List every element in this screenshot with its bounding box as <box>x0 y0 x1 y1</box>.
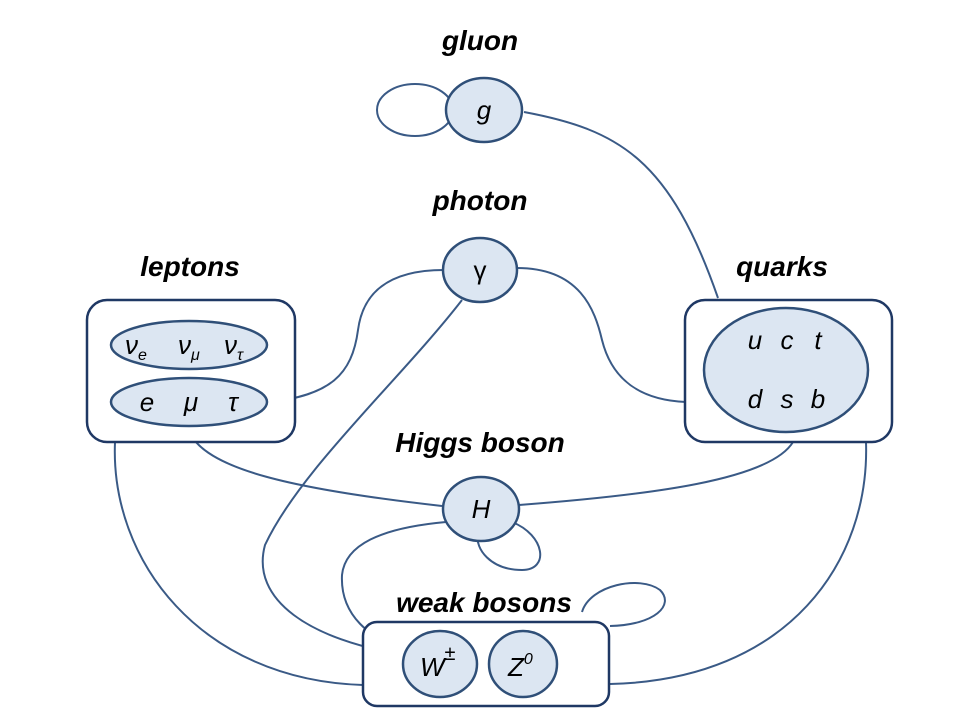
neutrino-mu: ν <box>178 330 191 360</box>
w-boson-node[interactable] <box>401 629 479 699</box>
quark-c: c <box>781 325 794 355</box>
z-boson-symbol: Z <box>507 652 525 682</box>
photon-node[interactable] <box>441 236 519 304</box>
z-boson-charge: 0 <box>524 651 533 668</box>
higgs-symbol: H <box>472 494 491 524</box>
w-boson-charge: ± <box>445 643 456 665</box>
edge-quarks-weak <box>609 441 868 685</box>
edge-leptons-weak <box>113 441 364 686</box>
higgs-node[interactable] <box>441 475 521 543</box>
w-boson-label: W± <box>420 643 456 682</box>
z-boson-label: Z0 <box>507 651 533 682</box>
charged-leptons-node[interactable] <box>109 376 269 428</box>
w-boson-symbol: W <box>420 652 447 682</box>
edge-gluon-quarks <box>523 111 719 299</box>
quark-b: b <box>811 384 825 414</box>
edge-photon-leptons <box>269 269 445 403</box>
quark-s: s <box>781 384 794 414</box>
edge-photon-quarks <box>516 267 687 403</box>
edge-photon-w <box>261 299 463 656</box>
photon-symbol: γ <box>474 255 487 285</box>
neutrino-mu-sub: μ <box>190 347 200 364</box>
weak-self-loop <box>581 582 666 627</box>
quark-d: d <box>748 384 764 414</box>
gluon-self-loop <box>376 83 454 137</box>
neutrinos-label: νe νμ ντ <box>125 330 244 366</box>
higgs-self-loop <box>476 521 542 572</box>
lepton-e: e <box>140 387 154 417</box>
lepton-mu: μ <box>183 387 198 417</box>
neutrino-e-sub: e <box>138 347 147 364</box>
weak-bosons-title: weak bosons <box>396 587 572 618</box>
weak-bosons-box <box>361 620 611 708</box>
photon-group: photon γ <box>432 185 528 304</box>
higgs-title: Higgs boson <box>395 427 565 458</box>
edge-quarks-higgs <box>518 441 794 506</box>
gluon-node[interactable] <box>444 76 524 144</box>
gluon-symbol: g <box>477 95 492 125</box>
z-boson-node[interactable] <box>487 629 559 699</box>
quarks-node[interactable] <box>702 306 870 434</box>
leptons-title: leptons <box>140 251 240 282</box>
neutrino-e: ν <box>125 330 138 360</box>
quarks-title: quarks <box>736 251 828 282</box>
quark-t: t <box>814 325 823 355</box>
higgs-group: Higgs boson H <box>395 427 565 543</box>
weak-bosons-group: weak bosons W± Z0 <box>361 587 611 708</box>
leptons-group: leptons νe νμ ντ e μ τ <box>85 251 297 444</box>
gluon-title: gluon <box>441 25 518 56</box>
photon-title: photon <box>432 185 528 216</box>
gluon-group: gluon g <box>441 25 524 144</box>
quark-u: u <box>748 325 762 355</box>
quarks-group: quarks u c t d s b <box>683 251 894 444</box>
neutrino-tau-sub: τ <box>237 347 244 364</box>
neutrino-tau: ν <box>224 330 237 360</box>
neutrinos-node[interactable] <box>109 319 269 371</box>
lepton-tau: τ <box>228 387 240 417</box>
